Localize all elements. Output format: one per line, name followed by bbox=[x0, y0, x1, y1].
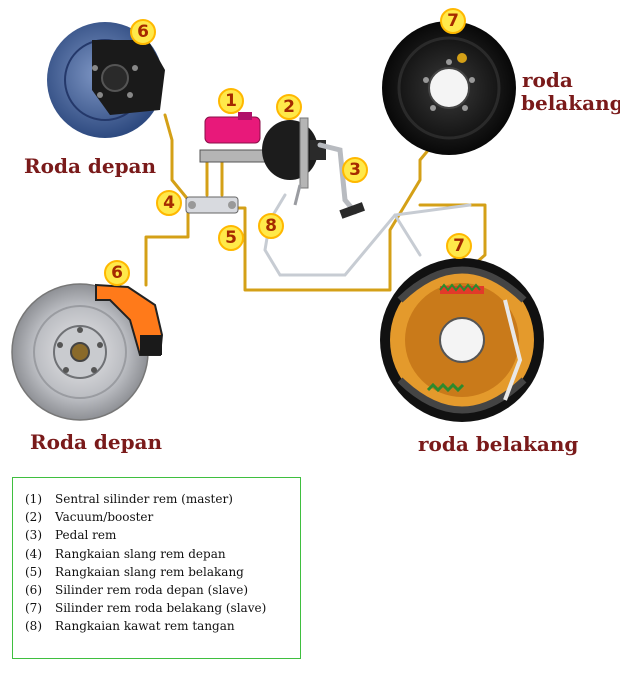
legend-text: Pedal rem bbox=[55, 528, 117, 543]
proportioning-valve bbox=[185, 196, 239, 214]
legend-num: (7) bbox=[25, 601, 42, 616]
badge-handbrake-cable: 8 bbox=[258, 213, 284, 239]
badge-front-line: 4 bbox=[156, 190, 182, 216]
legend-num: (4) bbox=[25, 546, 42, 561]
legend-num: (1) bbox=[25, 492, 42, 506]
legend-row: (3) Pedal rem bbox=[25, 526, 300, 544]
caption-front-wheel-bottom: Roda depan bbox=[30, 430, 163, 454]
legend-row: (4) Rangkaian slang rem depan bbox=[25, 545, 300, 563]
caption-front-wheel-top: Roda depan bbox=[24, 154, 157, 178]
badge-front-slave-bottom: 6 bbox=[104, 260, 130, 286]
legend-row: (5) Rangkaian slang rem belakang bbox=[25, 563, 300, 581]
legend-num: (5) bbox=[25, 564, 42, 579]
badge-master-cylinder: 1 bbox=[218, 88, 244, 114]
legend-box: (1) Sentral silinder rem (master) (2) Vacu… bbox=[12, 477, 301, 659]
legend-text: Silinder rem roda belakang (slave) bbox=[55, 601, 267, 616]
legend-row: (6) Silinder rem roda depan (slave) bbox=[25, 581, 300, 599]
legend-row: (8) Rangkaian kawat rem tangan bbox=[25, 617, 300, 635]
master-to-valve-line bbox=[205, 158, 224, 197]
legend-text: Rangkaian kawat rem tangan bbox=[55, 619, 235, 634]
rear-wheel-bottom bbox=[380, 258, 544, 422]
front-wheel-top bbox=[47, 22, 165, 138]
badge-front-slave-top: 6 bbox=[130, 19, 156, 45]
badge-rear-slave-top: 7 bbox=[440, 8, 466, 34]
legend-num: (3) bbox=[25, 528, 42, 543]
front-line-bottom bbox=[144, 210, 190, 287]
badge-rear-slave-bottom: 7 bbox=[446, 233, 472, 259]
front-wheel-bottom bbox=[11, 283, 164, 421]
legend-text: Rangkaian slang rem depan bbox=[55, 546, 226, 561]
badge-pedal: 3 bbox=[342, 157, 368, 183]
legend-row: (2) Vacuum/booster bbox=[25, 508, 300, 526]
legend-text: Sentral silinder rem (master) bbox=[55, 492, 233, 506]
legend-num: (8) bbox=[25, 619, 42, 634]
caption-rear-wheel-bottom: roda belakang bbox=[418, 432, 579, 456]
legend-row: (7) Silinder rem roda belakang (slave) bbox=[25, 599, 300, 617]
badge-booster: 2 bbox=[276, 94, 302, 120]
caption-rear-wheel-top-line2: belakang bbox=[521, 91, 620, 115]
caption-rear-wheel-top-line1: roda bbox=[522, 68, 573, 92]
badge-rear-line: 5 bbox=[218, 225, 244, 251]
front-line-top bbox=[163, 113, 192, 204]
legend-text: Silinder rem roda depan (slave) bbox=[55, 583, 248, 598]
legend-row: (1) Sentral silinder rem (master) bbox=[25, 490, 300, 508]
master-cylinder-assembly bbox=[199, 112, 326, 189]
legend-text: Rangkaian slang rem belakang bbox=[55, 564, 244, 579]
rear-wheel-top bbox=[382, 21, 516, 155]
legend-num: (6) bbox=[25, 583, 42, 598]
legend-text: Vacuum/booster bbox=[55, 510, 154, 525]
legend-num: (2) bbox=[25, 510, 42, 525]
